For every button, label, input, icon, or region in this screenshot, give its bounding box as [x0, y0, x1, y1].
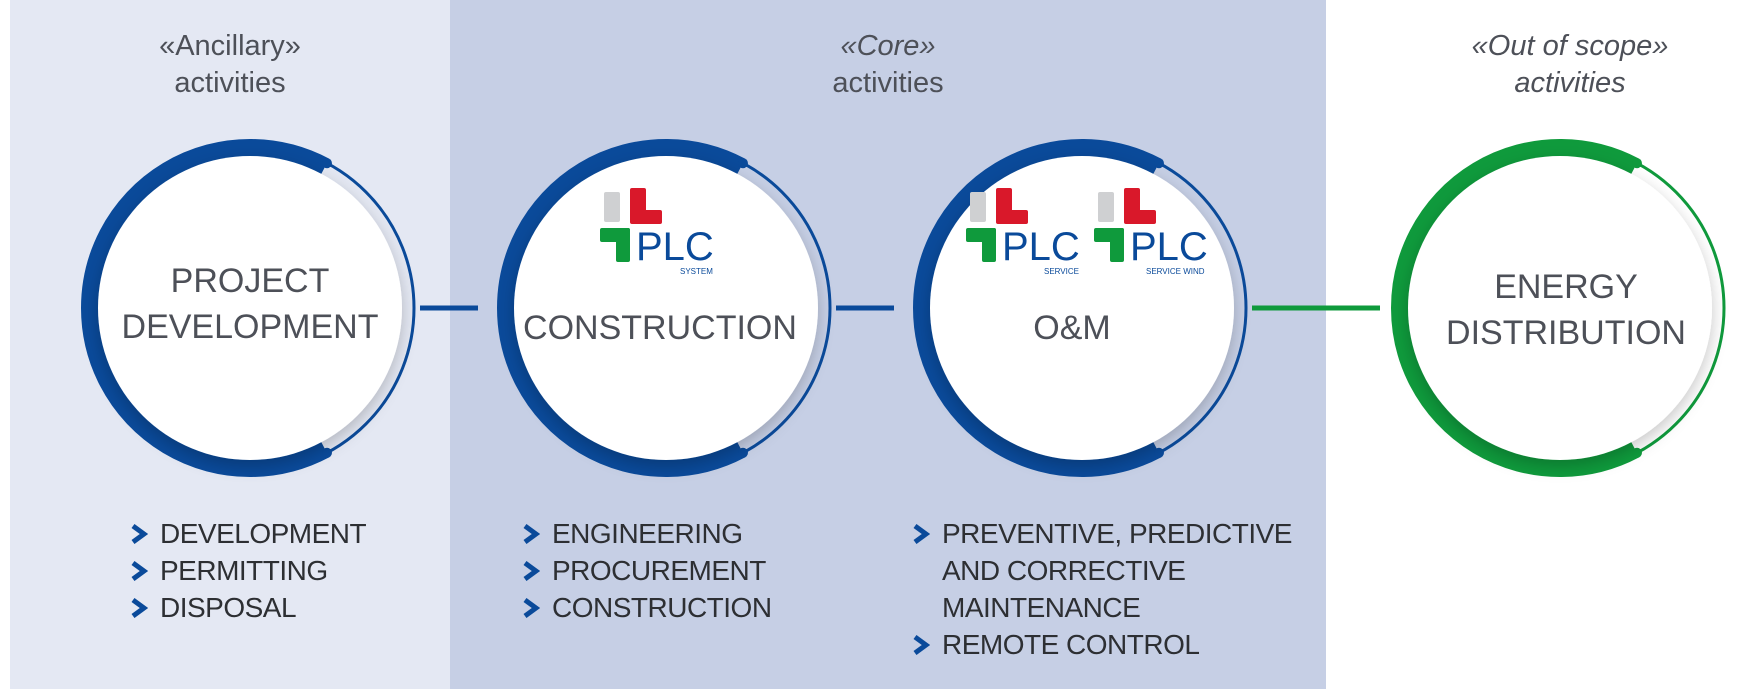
project-development-activities: DEVELOPMENT PERMITTING DISPOSAL: [130, 515, 430, 626]
list-item: PREVENTIVE, PREDICTIVE: [912, 515, 1292, 552]
chevron-right-icon: [913, 635, 930, 655]
list-item-text: PERMITTING: [160, 555, 328, 586]
list-item: PROCUREMENT: [522, 552, 842, 589]
list-item: DISPOSAL: [130, 589, 430, 626]
list-item: REMOTE CONTROL: [912, 626, 1292, 663]
chevron-right-icon: [913, 524, 930, 544]
core-heading-line2: activities: [832, 67, 944, 99]
list-item-text: PREVENTIVE, PREDICTIVE: [942, 518, 1292, 549]
stage-label-line: PROJECT: [170, 262, 330, 300]
plc-service-wind-logo: PLC SERVICE WIND: [1094, 188, 1208, 276]
list-item-text: ENGINEERING: [552, 518, 743, 549]
list-item: CONSTRUCTION: [522, 589, 842, 626]
list-item-text: DISPOSAL: [160, 592, 297, 623]
out-of-scope-heading: «Out of scope» activities: [1370, 28, 1746, 102]
chevron-right-icon: [523, 598, 540, 618]
logo-subtext: SERVICE WIND: [1146, 267, 1205, 276]
logo-subtext: SERVICE: [1044, 267, 1079, 276]
list-item: DEVELOPMENT: [130, 515, 430, 552]
out-of-scope-heading-line2: activities: [1514, 67, 1626, 99]
list-item-continuation: AND CORRECTIVE: [912, 552, 1292, 589]
list-item-text: DEVELOPMENT: [160, 518, 367, 549]
list-item: ENGINEERING: [522, 515, 842, 552]
chevron-right-icon: [523, 524, 540, 544]
stage-label-energy-distribution: ENERGY DISTRIBUTION: [1416, 264, 1716, 356]
chevron-right-icon: [131, 561, 148, 581]
ancillary-heading-line1: «Ancillary»: [159, 30, 301, 62]
stage-label-line: DEVELOPMENT: [121, 308, 379, 346]
stage-label-line: DISTRIBUTION: [1446, 314, 1686, 352]
project-development-wheel: [81, 139, 416, 477]
core-heading-line1: «Core»: [840, 30, 936, 62]
stage-label-line: ENERGY: [1494, 268, 1638, 306]
logo-text: PLC: [636, 225, 714, 269]
stage-label-line: O&M: [1033, 309, 1111, 347]
list-item-text: CONSTRUCTION: [552, 592, 772, 623]
out-of-scope-heading-line1: «Out of scope»: [1471, 30, 1669, 62]
list-item: PERMITTING: [130, 552, 430, 589]
stage-label-construction: CONSTRUCTION: [510, 305, 810, 351]
construction-activities: ENGINEERING PROCUREMENT CONSTRUCTION: [522, 515, 842, 626]
ancillary-heading-line2: activities: [174, 67, 286, 99]
list-item-text: REMOTE CONTROL: [942, 629, 1200, 660]
plc-service-logo: PLC SERVICE: [966, 188, 1080, 276]
stage-label-project-development: PROJECT DEVELOPMENT: [100, 258, 400, 350]
om-wheel: [913, 139, 1248, 477]
list-item-text: PROCUREMENT: [552, 555, 766, 586]
om-activities: PREVENTIVE, PREDICTIVE AND CORRECTIVE MA…: [912, 515, 1292, 663]
core-heading: «Core» activities: [688, 28, 1088, 102]
chevron-right-icon: [523, 561, 540, 581]
stage-label-om: O&M: [922, 305, 1222, 351]
logo-text: PLC: [1002, 225, 1080, 269]
plc-system-logo: PLC SYSTEM: [600, 188, 714, 276]
construction-wheel: [497, 139, 832, 477]
chevron-right-icon: [131, 524, 148, 544]
logo-subtext: SYSTEM: [680, 267, 713, 276]
list-item-text: MAINTENANCE: [942, 592, 1141, 623]
list-item-text: AND CORRECTIVE: [942, 555, 1186, 586]
logo-text: PLC: [1130, 225, 1208, 269]
energy-distribution-wheel: [1391, 139, 1726, 477]
ancillary-heading: «Ancillary» activities: [30, 28, 430, 102]
stage-label-line: CONSTRUCTION: [523, 309, 797, 347]
list-item-continuation: MAINTENANCE: [912, 589, 1292, 626]
chevron-right-icon: [131, 598, 148, 618]
